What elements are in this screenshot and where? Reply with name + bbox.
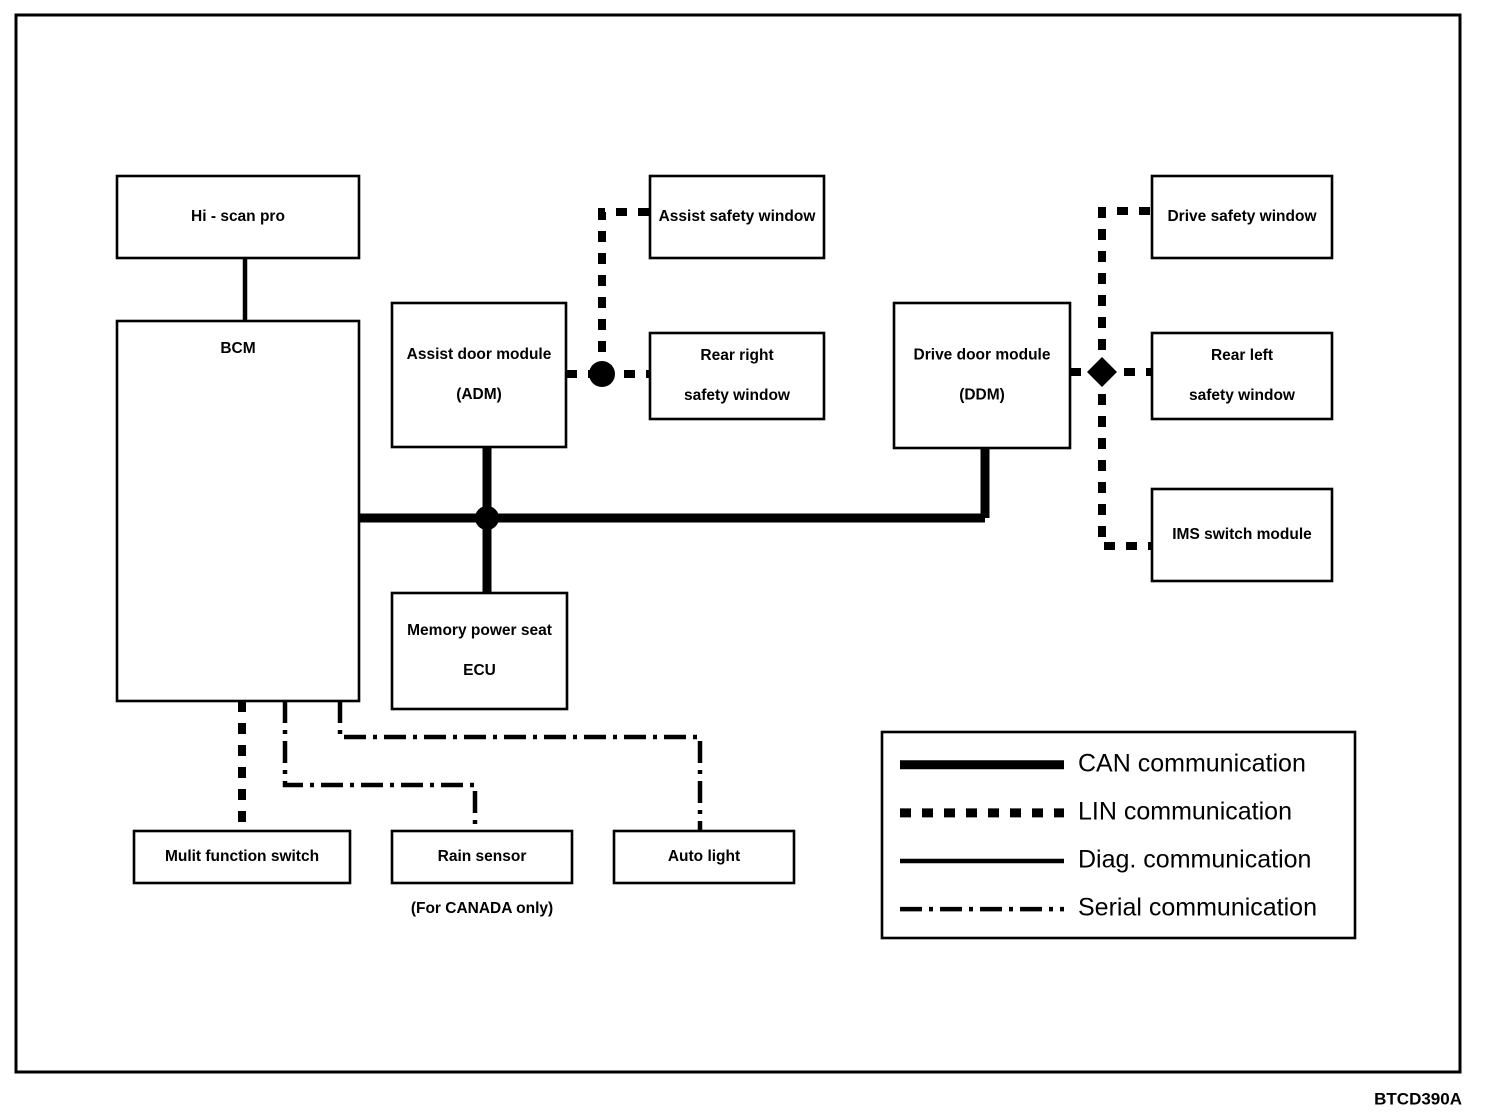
module-box-rear-right-safety-window[interactable]: Rear right safety window	[648, 331, 826, 421]
bus-junctions	[475, 357, 1117, 530]
module-box-drive-safety-window[interactable]: Drive safety window	[1150, 174, 1334, 260]
box-label-rear-right-safety-window: Rear right	[700, 347, 773, 364]
box-label-assist-safety-window: Assist safety window	[659, 208, 817, 225]
module-box-auto-light[interactable]: Auto light	[612, 829, 796, 885]
box-outline-rain-sensor	[390, 829, 574, 885]
legend-label-diag: Diag. communication	[1078, 846, 1311, 874]
junction-ddm-lin-junction	[1087, 357, 1117, 387]
box-label-mulit-function-switch: Mulit function switch	[165, 848, 319, 865]
box-outline-drive-safety-window	[1150, 174, 1334, 260]
module-box-assist-door-module[interactable]: Assist door module (ADM)	[390, 301, 568, 449]
junction-can-bus-junction	[475, 506, 499, 530]
module-box-rain-sensor[interactable]: Rain sensor	[390, 829, 574, 885]
box-label-rear-left-safety-window: safety window	[1189, 387, 1296, 404]
box-label-memory-power-seat-ecu: ECU	[463, 662, 496, 679]
box-outline-hi-scan-pro	[115, 174, 361, 260]
box-label-assist-door-module: (ADM)	[456, 386, 502, 403]
module-box-drive-door-module[interactable]: Drive door module (DDM)	[892, 301, 1072, 450]
module-box-hi-scan-pro[interactable]: Hi - scan pro	[115, 174, 361, 260]
box-outline-assist-door-module	[390, 301, 568, 449]
legend-label-serial: Serial communication	[1078, 894, 1317, 922]
box-label-rear-left-safety-window: Rear left	[1211, 347, 1273, 364]
module-box-rear-left-safety-window[interactable]: Rear left safety window	[1150, 331, 1334, 421]
connection-serial-bcm-to-auto-light	[337, 701, 703, 831]
box-outline-rear-right-safety-window	[648, 331, 826, 421]
connection-lin-junction-down-to-ims	[1098, 372, 1152, 550]
box-outline-ims-switch-module	[1150, 487, 1334, 583]
junction-adm-lin-junction	[589, 361, 615, 387]
canada-only-note: (For CANADA only)	[411, 900, 553, 917]
box-label-assist-door-module: Assist door module	[407, 346, 552, 363]
box-label-drive-door-module: (DDM)	[959, 387, 1005, 404]
module-box-assist-safety-window[interactable]: Assist safety window	[648, 174, 826, 260]
box-label-memory-power-seat-ecu: Memory power seat	[407, 622, 552, 639]
box-label-ims-switch-module: IMS switch module	[1172, 526, 1312, 543]
box-label-rain-sensor: Rain sensor	[438, 848, 527, 865]
annotations: (For CANADA only) BTCD390A	[411, 900, 1462, 1108]
box-outline-bcm	[115, 319, 361, 703]
diagram-frame	[14, 13, 1462, 1074]
diagram-border	[14, 13, 1462, 1074]
box-outline-rear-left-safety-window	[1150, 331, 1334, 421]
connection-lin-junction-up-to-assist	[598, 208, 650, 374]
box-label-hi-scan-pro: Hi - scan pro	[191, 208, 285, 225]
box-label-drive-safety-window: Drive safety window	[1167, 208, 1317, 225]
box-label-bcm: BCM	[220, 340, 255, 357]
connection-lin-junction-up-to-drive	[1098, 207, 1152, 372]
module-box-ims-switch-module[interactable]: IMS switch module	[1150, 487, 1334, 583]
box-outline-mulit-function-switch	[132, 829, 352, 885]
module-box-mulit-function-switch[interactable]: Mulit function switch	[132, 829, 352, 885]
box-outline-auto-light	[612, 829, 796, 885]
box-label-rear-right-safety-window: safety window	[684, 387, 791, 404]
box-outline-memory-power-seat-ecu	[390, 591, 569, 711]
connection-serial-bcm-to-rain-sensor	[282, 701, 478, 831]
box-label-auto-light: Auto light	[668, 848, 740, 865]
legend-label-lin: LIN communication	[1078, 797, 1292, 825]
box-outline-assist-safety-window	[648, 174, 826, 260]
figure-code-label: BTCD390A	[1374, 1089, 1462, 1108]
box-label-drive-door-module: Drive door module	[914, 347, 1051, 364]
box-outline-drive-door-module	[892, 301, 1072, 450]
module-box-bcm[interactable]: BCM	[115, 319, 361, 703]
legend-label-can: CAN communication	[1078, 749, 1306, 777]
